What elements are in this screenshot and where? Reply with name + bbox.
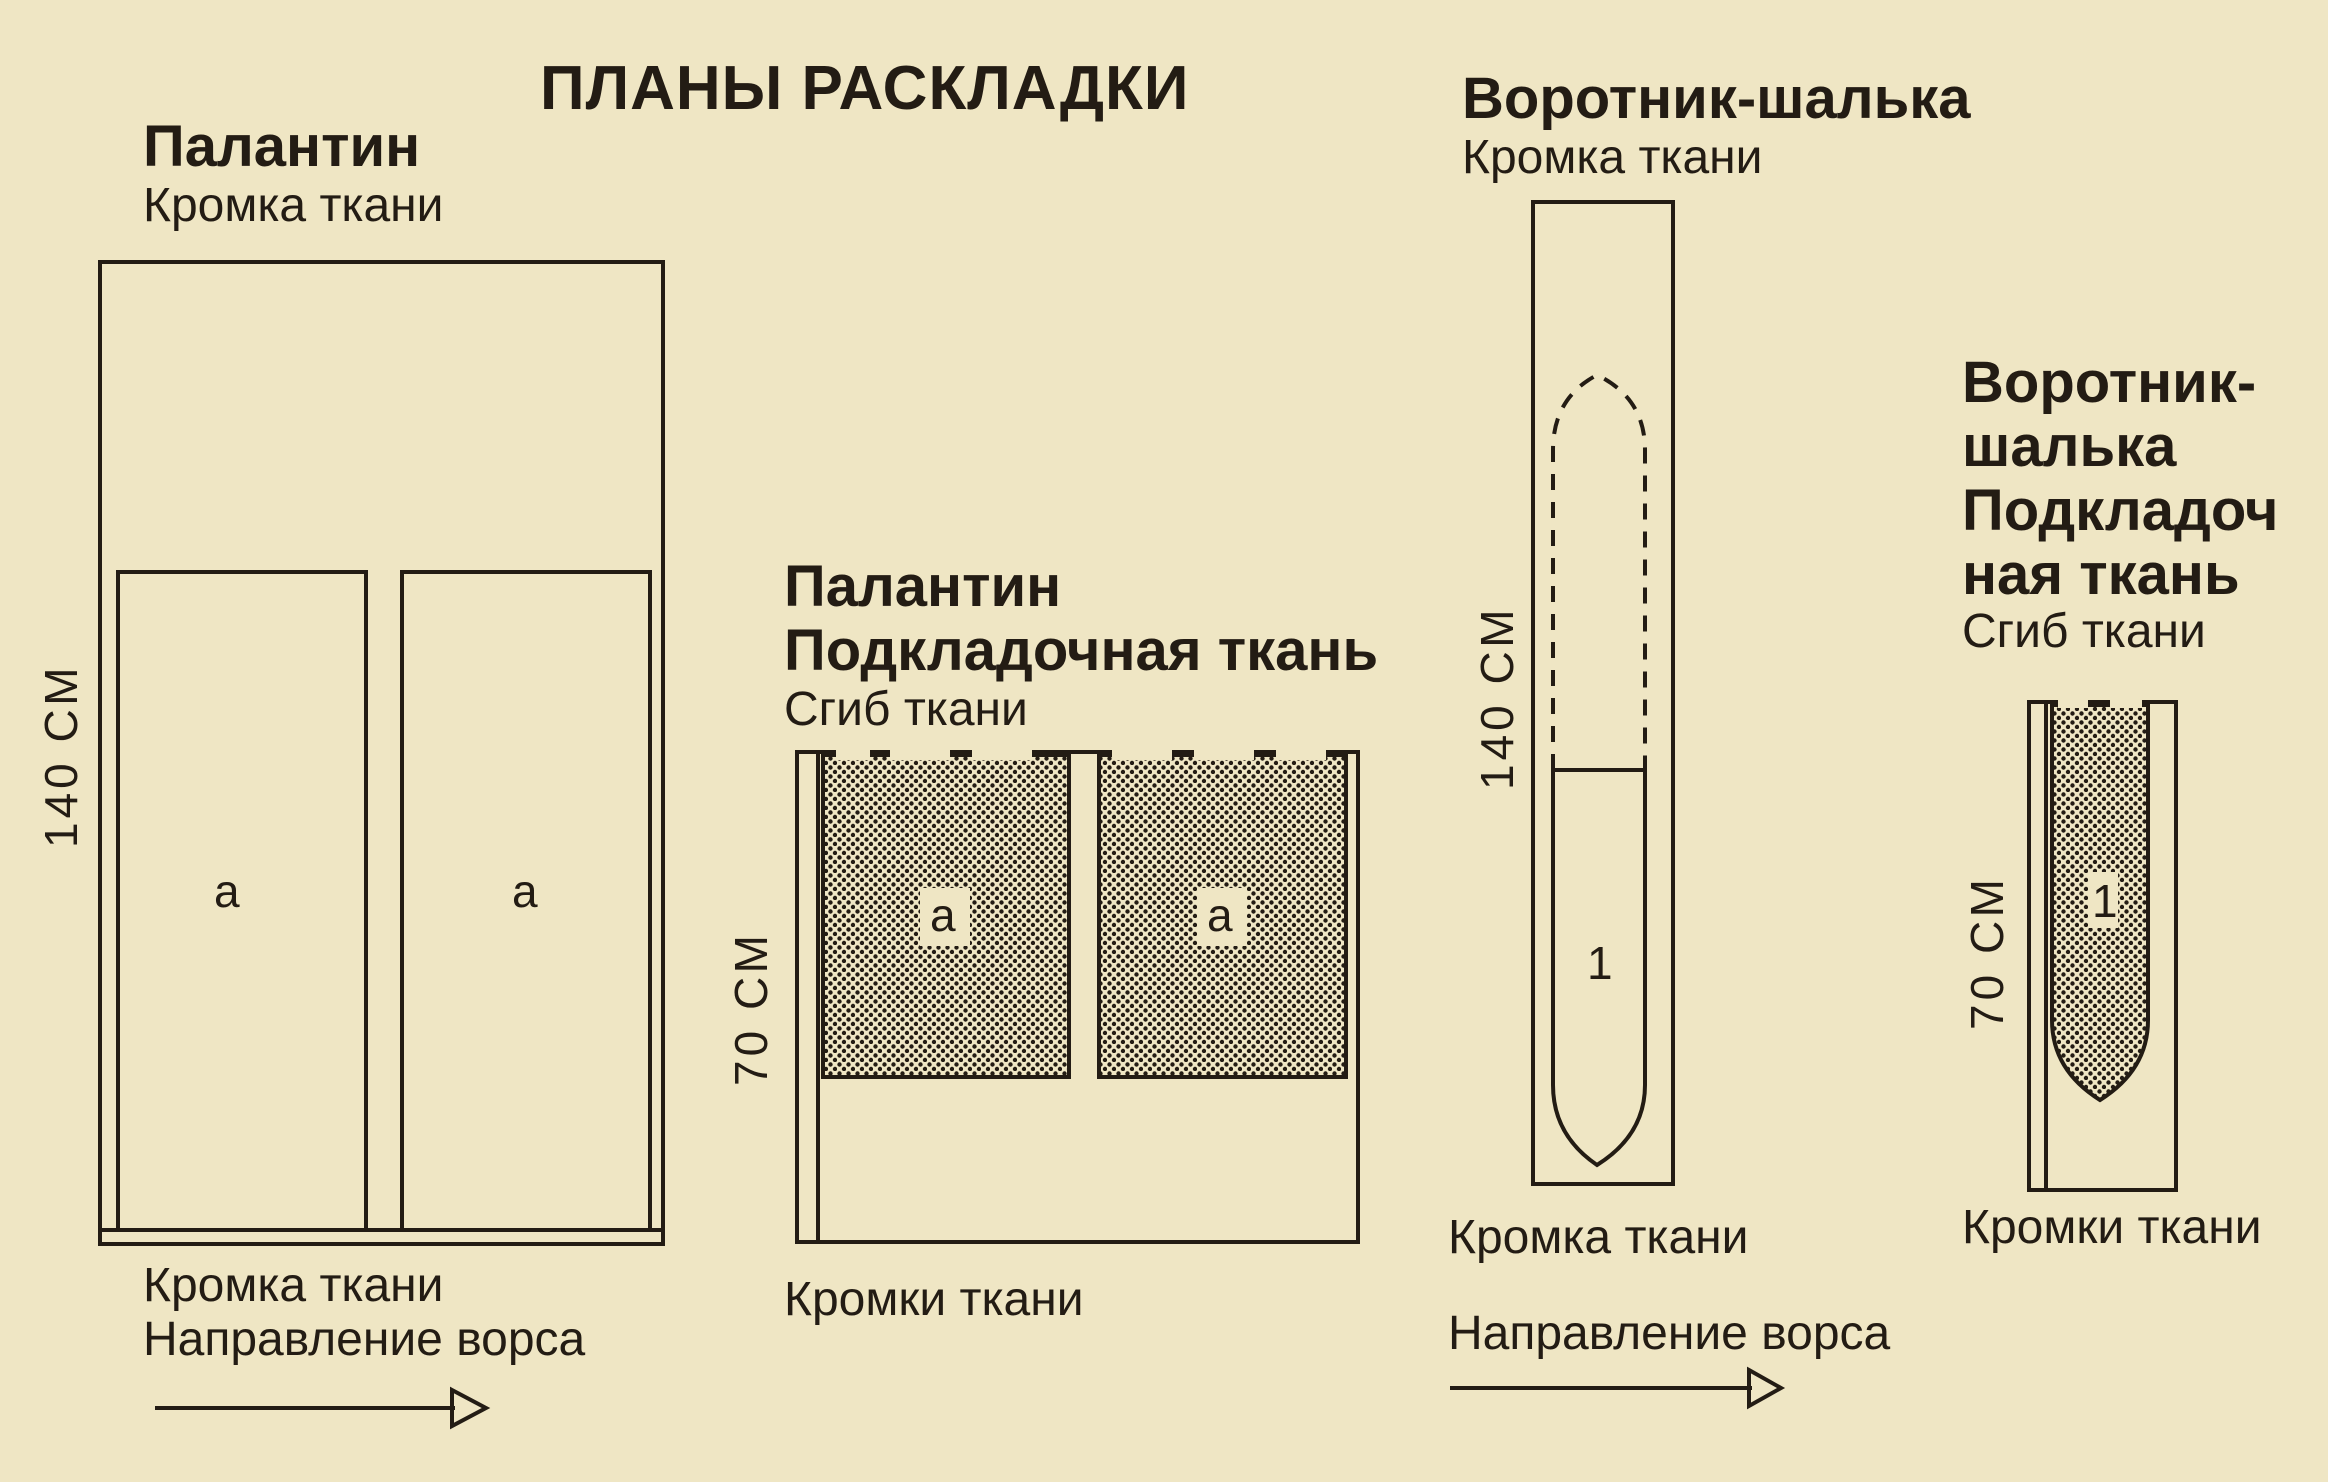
collar-lining-fold-line [2058,696,2142,708]
collar-lining-dimension: 70 СМ [1961,875,2013,1030]
collar-lining-label-bg [2088,872,2118,928]
collar-main-piece-1 [1551,770,1647,1168]
collar-lining-piece-1-label: 1 [2092,875,2118,927]
stole-lining-piece-a-right-label: a [1207,889,1233,941]
collar-lining-heading-line2: шалька [1962,414,2177,479]
collar-main-dimension: 140 СМ [1471,605,1523,790]
stole-main-bottom-edge: Кромка ткани [143,1259,444,1312]
collar-main-piece-1-label: 1 [1587,937,1613,989]
collar-main-fabric-outline [1531,200,1675,1186]
stole-lining-fold-line [836,748,1326,760]
stole-main-fabric-outline [98,260,665,1246]
stole-lining-label-bg-left [920,888,970,946]
stole-main-pile-direction: Направление ворса [143,1313,586,1366]
arrow-head-right [1747,1366,1786,1410]
stole-lining-fabric-outline [795,750,1360,1244]
stole-lining-bottom-edge: Кромки ткани [784,1273,1084,1326]
collar-lining-fold-label: Сгиб ткани [1962,605,2206,658]
stole-lining-piece-a-left-label: a [930,889,956,941]
arrow-head-left [450,1386,491,1430]
collar-main-heading: Воротник-шалька [1462,66,1971,131]
stole-lining-heading-line1: Палантин [784,554,1062,619]
stole-main-piece-a-left [116,570,368,1232]
collar-lining-heading-line3: Подкладоч [1962,478,2279,543]
page-title: ПЛАНЫ РАСКЛАДКИ [540,54,1190,123]
stole-main-heading: Палантин [143,114,421,179]
stole-main-piece-a-right-label: a [512,865,538,917]
collar-lining-bottom-edge: Кромки ткани [1962,1201,2262,1254]
stole-lining-dimension: 70 СМ [725,931,777,1086]
stole-main-piece-a-left-label: a [214,865,240,917]
collar-main-fold-mirror [1551,372,1647,770]
collar-lining-fabric-outline [2027,700,2178,1192]
collar-main-pile-direction: Направление ворса [1448,1307,1891,1360]
stole-main-top-edge: Кромка ткани [143,179,444,232]
stole-lining-heading-line2: Подкладочная ткань [784,618,1379,683]
collar-lining-heading-line1: Воротник- [1962,350,2257,415]
stole-main-piece-a-right [400,570,652,1232]
collar-main-bottom-edge: Кромка ткани [1448,1211,1749,1264]
collar-main-top-edge: Кромка ткани [1462,131,1763,184]
collar-lining-heading-line4: ная ткань [1962,542,2240,607]
stole-lining-label-bg-right [1197,888,1247,946]
stole-main-dimension: 140 СМ [35,663,87,848]
stole-lining-fold-label: Сгиб ткани [784,683,1028,736]
